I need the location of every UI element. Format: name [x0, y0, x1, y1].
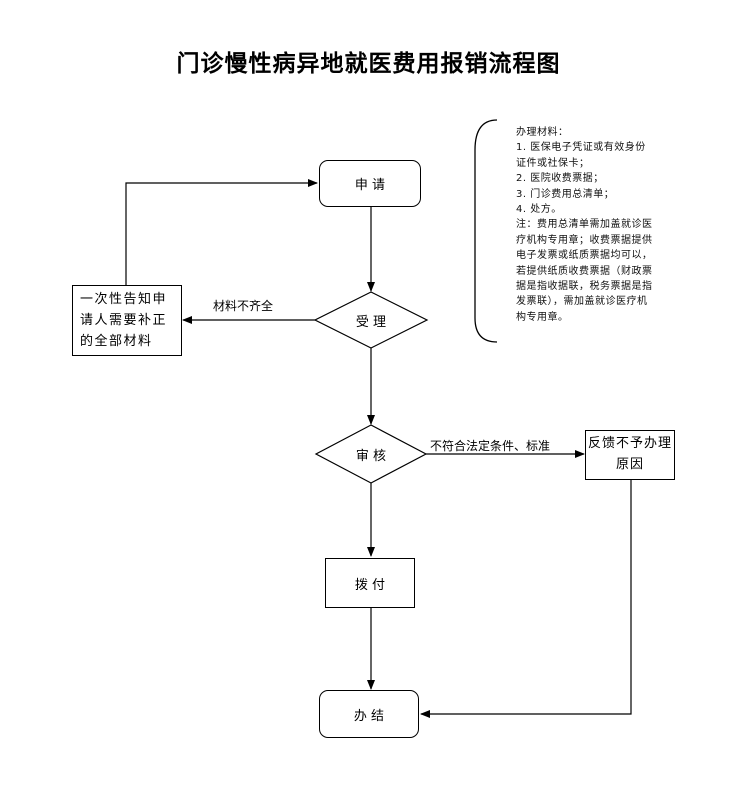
arrow-feedback-to-finish [420, 480, 632, 718]
materials-heading: 办理材料： [516, 127, 569, 138]
apply-node: 申 请 [319, 160, 421, 207]
accept-label: 受 理 [355, 314, 387, 330]
notify-node: 一次性告知申请人需要补正的全部材料 [72, 285, 182, 356]
review-label: 审 核 [355, 448, 387, 464]
arrow-notify-to-apply [125, 179, 318, 285]
finish-node: 办 结 [319, 690, 419, 738]
finish-label: 办 结 [353, 708, 385, 724]
edge-label-not-compliant: 不符合法定条件、标准 [430, 439, 551, 453]
materials-item: 3. 门诊费用总清单； [516, 188, 615, 200]
materials-item: 1. 医保电子凭证或有效身份证件或社保卡； [516, 142, 646, 169]
materials-brace [474, 119, 498, 343]
pay-node: 拨 付 [325, 558, 415, 608]
feedback-node: 反馈不予办理原因 [585, 430, 675, 480]
edge-label-incomplete: 材料不齐全 [213, 299, 274, 313]
materials-panel: 办理材料： 1. 医保电子凭证或有效身份证件或社保卡； 2. 医院收费票据； 3… [516, 125, 656, 325]
page-title: 门诊慢性病异地就医费用报销流程图 [176, 50, 561, 77]
review-node: 审 核 [316, 440, 426, 468]
pay-label: 拨 付 [354, 577, 386, 593]
accept-node: 受 理 [315, 306, 427, 334]
materials-note: 注：费用总清单需加盖就诊医疗机构专用章；收费票据提供电子发票或纸质票据均可以，若… [516, 219, 653, 323]
materials-item: 2. 医院收费票据； [516, 173, 604, 185]
materials-item: 4. 处方。 [516, 204, 562, 216]
apply-label: 申 请 [354, 178, 386, 193]
